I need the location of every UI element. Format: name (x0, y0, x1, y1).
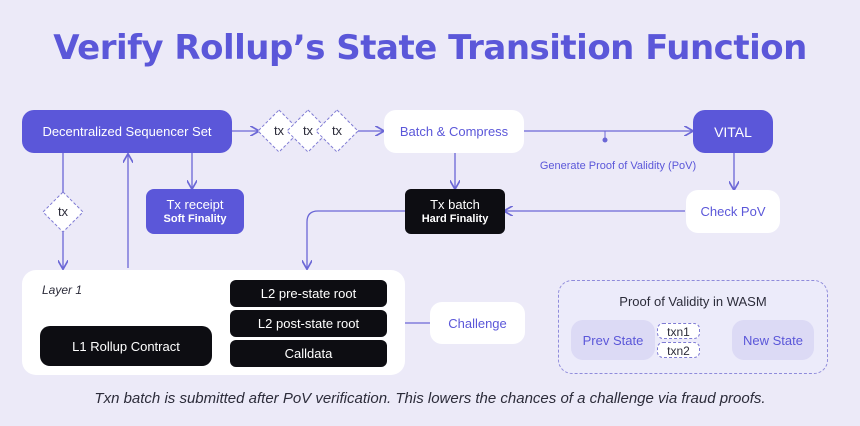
layer1-label: Layer 1 (42, 283, 83, 297)
caption: Txn batch is submitted after PoV verific… (94, 390, 766, 407)
diagram-title: Verify Rollup’s State Transition Functio… (53, 28, 807, 68)
l1-rollup-contract: L1 Rollup Contract (40, 326, 212, 366)
tx-diamond-3 (315, 109, 359, 153)
challenge-node: Challenge (430, 302, 525, 344)
batch-compress-node: Batch & Compress (384, 110, 524, 153)
tx-diamond-1 (257, 109, 301, 153)
calldata-block: Calldata (230, 340, 387, 367)
l2-post-state-root: L2 post-state root (230, 310, 387, 337)
check-pov-node: Check PoV (686, 190, 780, 233)
tx-diamond-side (42, 191, 84, 233)
pov-wasm-title: Proof of Validity in WASM (619, 294, 767, 309)
tx-label-3: tx (331, 123, 343, 138)
hard-finality-label: Hard Finality (421, 212, 489, 225)
l2-pre-state-root: L2 pre-state root (230, 280, 387, 307)
tx-batch-label: Tx batch (430, 196, 480, 212)
tx-receipt-label: Tx receipt (166, 196, 224, 212)
sequencer-set-node: Decentralized Sequencer Set (22, 110, 232, 153)
txn1-tag: txn1 (657, 323, 700, 339)
soft-finality-label: Soft Finality (163, 212, 227, 225)
prev-state-node: Prev State (571, 320, 655, 360)
pov-label: Generate Proof of Validity (PoV) (539, 160, 697, 172)
tx-batch-node: Tx batch Hard Finality (405, 189, 505, 234)
tx-label-2: tx (302, 123, 314, 138)
tx-label-1: tx (273, 123, 285, 138)
txn2-tag: txn2 (657, 342, 700, 358)
arrow-txbatch-to-layer1 (307, 210, 405, 268)
new-state-node: New State (732, 320, 814, 360)
vital-node: VITAL (693, 110, 773, 153)
tx-receipt-node: Tx receipt Soft Finality (146, 189, 244, 234)
tx-label-side: tx (57, 204, 69, 219)
tx-diamond-2 (286, 109, 330, 153)
